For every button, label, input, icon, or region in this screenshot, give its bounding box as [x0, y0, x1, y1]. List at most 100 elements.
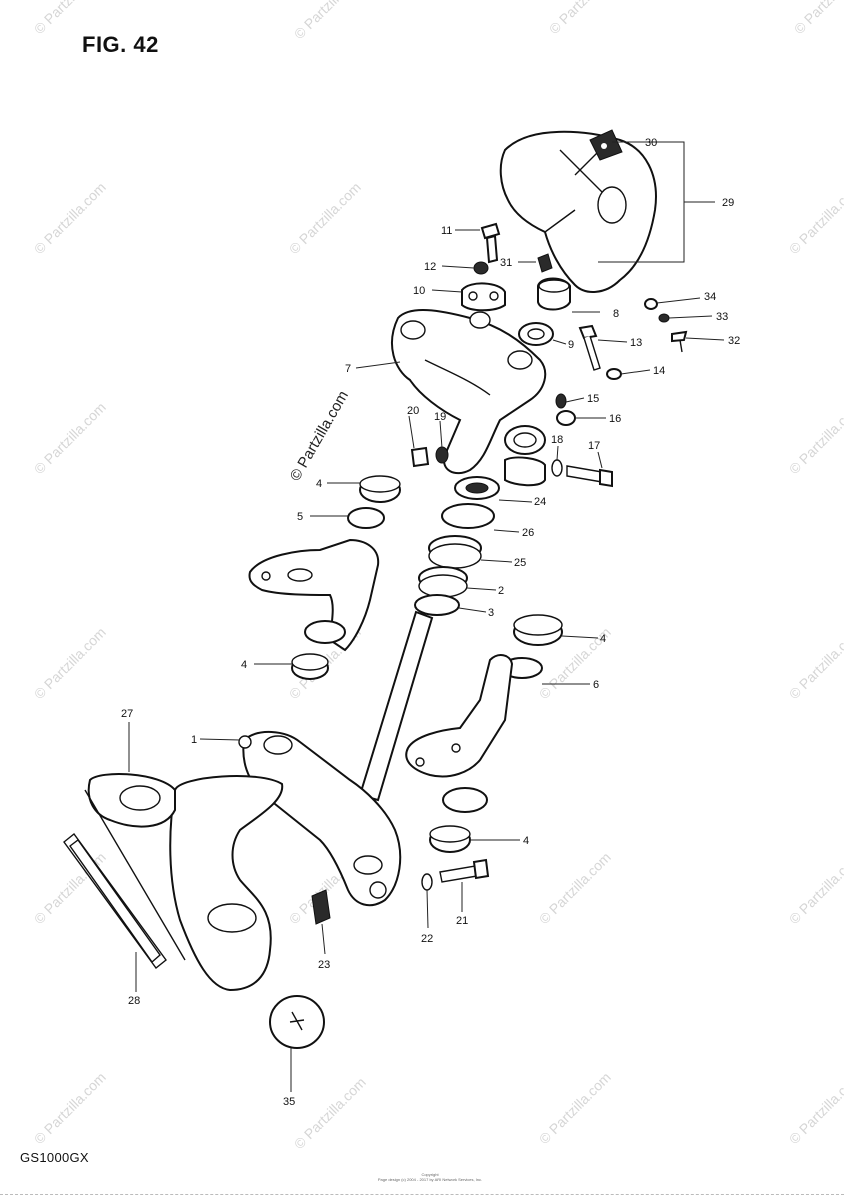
callout-22: 22	[421, 933, 433, 945]
callout-labels: 30 29 11 12 31 10 8 34 33 32 9 13 7 14 1…	[121, 137, 740, 1108]
part-20-cap	[410, 446, 430, 468]
callout-4-lower-right: 4	[523, 835, 529, 847]
watermark: © Partzilla.com	[786, 849, 844, 927]
part-26-washer	[441, 503, 495, 529]
part-10-clamp	[461, 282, 506, 312]
callout-21: 21	[456, 915, 468, 927]
part-7-upper-bracket	[391, 309, 547, 475]
part-17-bolt	[504, 456, 613, 488]
watermark: © Partzilla.com	[786, 624, 844, 702]
callout-32: 32	[728, 335, 740, 347]
part-11-bolt	[480, 222, 501, 264]
callout-4-upper-left: 4	[316, 478, 322, 490]
callout-19: 19	[434, 411, 446, 423]
part-32-screw	[671, 330, 688, 353]
part-4-race-lower-left	[291, 653, 329, 680]
part-27-lower-cover	[84, 773, 284, 992]
callout-5: 5	[297, 511, 303, 523]
part-23-clip	[311, 889, 331, 925]
callout-13: 13	[630, 337, 642, 349]
part-8-cushion	[537, 277, 571, 311]
part-2-bearing	[418, 566, 468, 598]
part-3-seal	[414, 594, 460, 616]
callout-10: 10	[413, 285, 425, 297]
part-19-nut	[435, 446, 449, 464]
part-4-race-upper-left	[359, 475, 401, 503]
part-28-strip	[63, 832, 167, 970]
part-21-bolt	[439, 858, 490, 883]
callout-20: 20	[407, 405, 419, 417]
callout-18: 18	[551, 434, 563, 446]
part-9-washer	[518, 322, 554, 346]
callout-34: 34	[704, 291, 716, 303]
watermark: © Partzilla.com	[31, 1069, 109, 1147]
callout-24: 24	[534, 496, 546, 508]
copyright-footer: Copyright Page design (c) 2004 - 2017 by…	[360, 1172, 500, 1182]
watermark: © Partzilla.com	[31, 399, 109, 477]
callout-15: 15	[587, 393, 599, 405]
callout-8: 8	[613, 308, 619, 320]
watermark-main: © Partzilla.com	[287, 388, 352, 484]
watermark: © Partzilla.com	[31, 0, 109, 37]
callout-27: 27	[121, 708, 133, 720]
leader-lines	[128, 141, 725, 1092]
part-5-left-bracket	[248, 507, 385, 652]
callout-4-lower-left: 4	[241, 659, 247, 671]
callout-14: 14	[653, 365, 665, 377]
callout-2: 2	[498, 585, 504, 597]
part-15-washer	[555, 393, 567, 409]
footer-line-2: Page design (c) 2004 - 2017 by ARI Netwo…	[377, 1177, 483, 1182]
part-6-right-bracket	[405, 654, 543, 813]
callout-11: 11	[441, 225, 452, 237]
watermark: © Partzilla.com	[31, 624, 109, 702]
part-24-nut	[454, 476, 500, 500]
watermark: © Partzilla.com	[291, 0, 369, 42]
figure-title: FIG. 42	[82, 32, 159, 57]
callout-23: 23	[318, 959, 330, 971]
callout-35: 35	[283, 1096, 295, 1108]
part-4-race-upper-right	[513, 614, 563, 646]
callout-16: 16	[609, 413, 621, 425]
callout-33: 33	[716, 311, 728, 323]
callout-1: 1	[191, 734, 197, 746]
watermark: © Partzilla.com	[546, 0, 624, 37]
part-22-washer	[421, 873, 433, 891]
callout-3: 3	[488, 607, 494, 619]
callout-26: 26	[522, 527, 534, 539]
watermark: © Partzilla.com	[291, 1074, 369, 1152]
callout-12: 12	[424, 261, 436, 273]
callout-4-upper-right: 4	[600, 633, 606, 645]
callout-28: 28	[128, 995, 140, 1007]
part-4-race-lower-right	[429, 825, 471, 853]
model-code: GS1000GX	[20, 1150, 89, 1165]
watermark: © Partzilla.com	[31, 179, 109, 257]
watermark: © Partzilla.com	[286, 179, 364, 257]
part-35-cap	[269, 995, 325, 1049]
watermark: © Partzilla.com	[786, 179, 844, 257]
callout-30: 30	[645, 137, 657, 149]
page-border	[0, 1194, 844, 1195]
callout-25: 25	[514, 557, 526, 569]
part-25-bearing	[428, 535, 482, 569]
callout-29: 29	[722, 197, 734, 209]
callout-31: 31	[500, 257, 512, 269]
part-12-nut	[473, 261, 489, 275]
callout-7: 7	[345, 363, 351, 375]
watermark: © Partzilla.com	[536, 1069, 614, 1147]
watermark: © Partzilla.com	[786, 399, 844, 477]
watermark: © Partzilla.com	[786, 1069, 844, 1147]
part-33-washer	[658, 313, 670, 323]
callout-6: 6	[593, 679, 599, 691]
callout-9: 9	[568, 339, 574, 351]
part-16-nut	[556, 410, 576, 426]
part-31-clip	[537, 253, 553, 273]
part-29-handlebar-cover	[499, 130, 657, 293]
part-1-steering-stem	[238, 610, 434, 907]
part-18-washer	[551, 459, 563, 477]
part-14-nut	[606, 368, 622, 380]
footer-line-1: Copyright	[421, 1172, 439, 1177]
part-34-nut	[644, 298, 658, 310]
part-30-bracket	[589, 129, 623, 161]
part-13-bolt	[578, 324, 601, 371]
